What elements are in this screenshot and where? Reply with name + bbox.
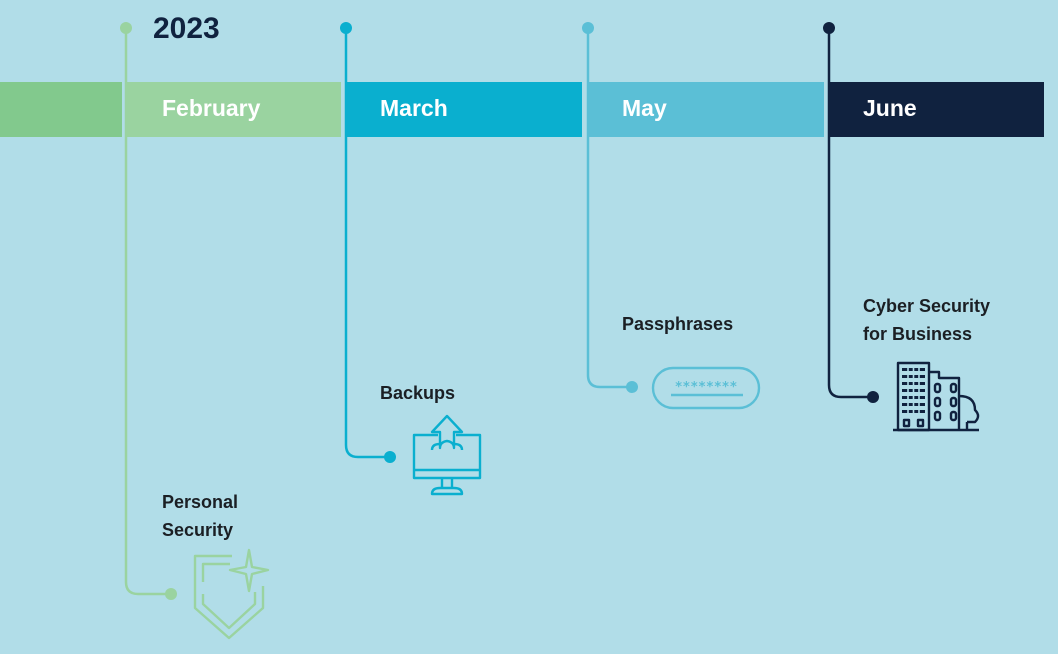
topic-backups: Backups <box>380 379 455 407</box>
topic-line: for Business <box>863 324 973 344</box>
dot-february-top <box>120 22 132 34</box>
office-buildings-icon <box>893 361 980 432</box>
band-lead <box>0 82 122 137</box>
month-label-may: May <box>622 95 667 121</box>
band-march <box>346 82 582 137</box>
topic-line: Passphrases <box>622 314 734 334</box>
topic-cyber-security-business: Cyber Security for Business <box>863 292 990 348</box>
topic-line: Security <box>162 520 234 540</box>
dot-may-top <box>582 22 594 34</box>
dot-june-top <box>823 22 835 34</box>
connector-may <box>586 28 632 389</box>
shield-sparkle-icon <box>193 548 270 640</box>
dot-march-end <box>384 451 396 463</box>
month-label-march: March <box>380 95 448 121</box>
topic-personal-security: Personal Security <box>162 488 238 544</box>
band-may <box>588 82 824 137</box>
connector-february <box>124 28 171 596</box>
month-label-february: February <box>162 95 261 121</box>
topic-line: Personal <box>162 492 239 512</box>
topic-passphrases: Passphrases <box>622 310 733 338</box>
band-june <box>829 82 1044 137</box>
connector-june <box>827 28 873 399</box>
connector-march <box>344 28 390 459</box>
topic-line: Cyber Security <box>863 296 991 316</box>
password-field-icon: ******** <box>651 366 761 410</box>
monitor-upload-icon <box>412 414 482 496</box>
year-label: 2023 <box>153 12 220 45</box>
band-february <box>126 82 341 137</box>
dot-june-end <box>867 391 879 403</box>
topic-line: Backups <box>380 383 456 403</box>
month-label-june: June <box>863 95 917 121</box>
dot-february-end <box>165 588 177 600</box>
dot-may-end <box>626 381 638 393</box>
password-field-text: ******** <box>675 380 738 395</box>
dot-march-top <box>340 22 352 34</box>
